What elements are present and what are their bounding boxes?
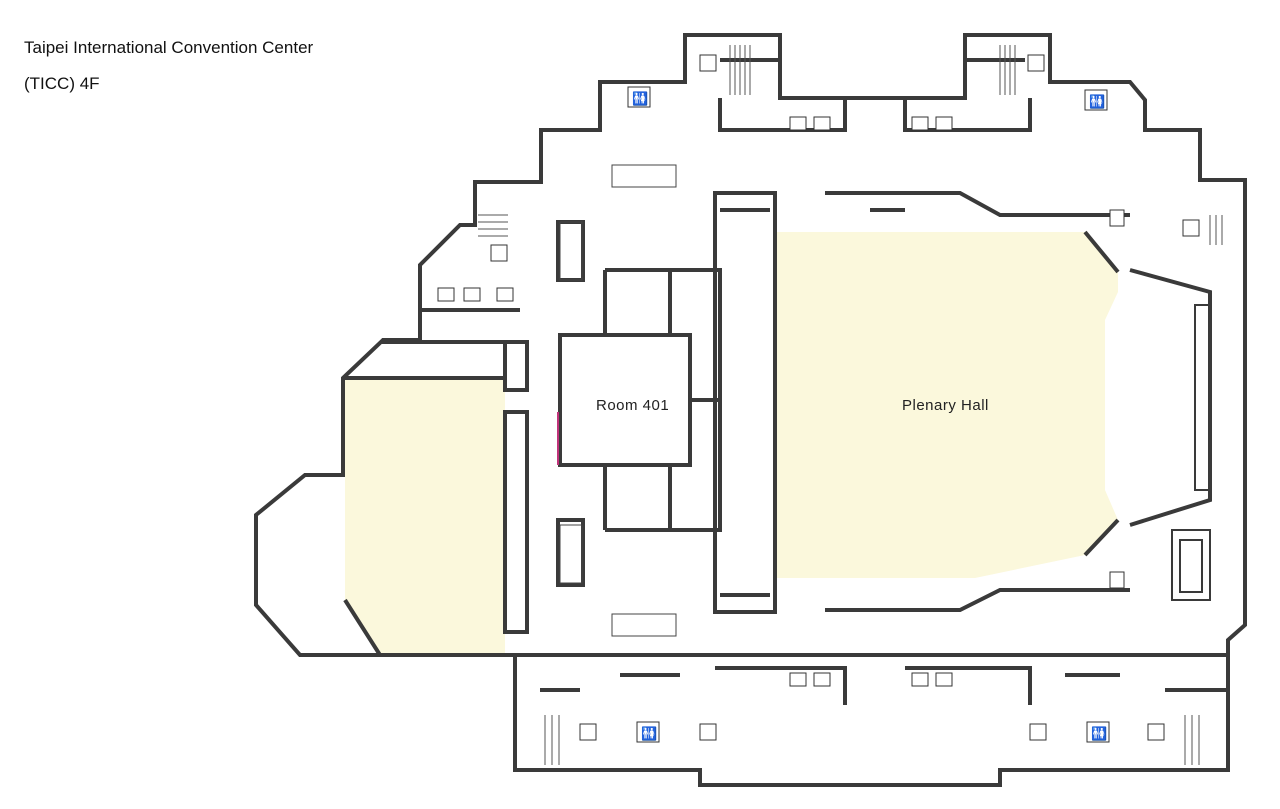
room-401-walls [558, 268, 722, 532]
restroom-icon: 🚻 [1086, 721, 1110, 743]
svg-text:🚻: 🚻 [1091, 726, 1107, 741]
emergency-exit-icon [490, 54, 1200, 741]
left-hall-area[interactable] [345, 378, 505, 655]
svg-text:🚻: 🚻 [632, 91, 648, 106]
corridor-wall [503, 340, 529, 634]
stairs-icon [478, 45, 1223, 765]
restroom-icon: 🚻 [1084, 89, 1108, 111]
svg-text:🚻: 🚻 [1089, 94, 1105, 109]
elevator-icon [437, 116, 1125, 687]
restroom-icon: 🚻 [627, 86, 651, 108]
escalator-icon [559, 164, 677, 637]
map-subtitle: (TICC) 4F [24, 74, 100, 93]
map-title: Taipei International Convention Center [24, 38, 314, 57]
svg-text:🚻: 🚻 [641, 726, 657, 741]
plenary-hall-area[interactable] [775, 232, 1118, 578]
restroom-icon: 🚻 [636, 721, 660, 743]
plenary-hall-label[interactable]: Plenary Hall [902, 397, 989, 414]
room-401-label[interactable]: Room 401 [596, 397, 670, 414]
